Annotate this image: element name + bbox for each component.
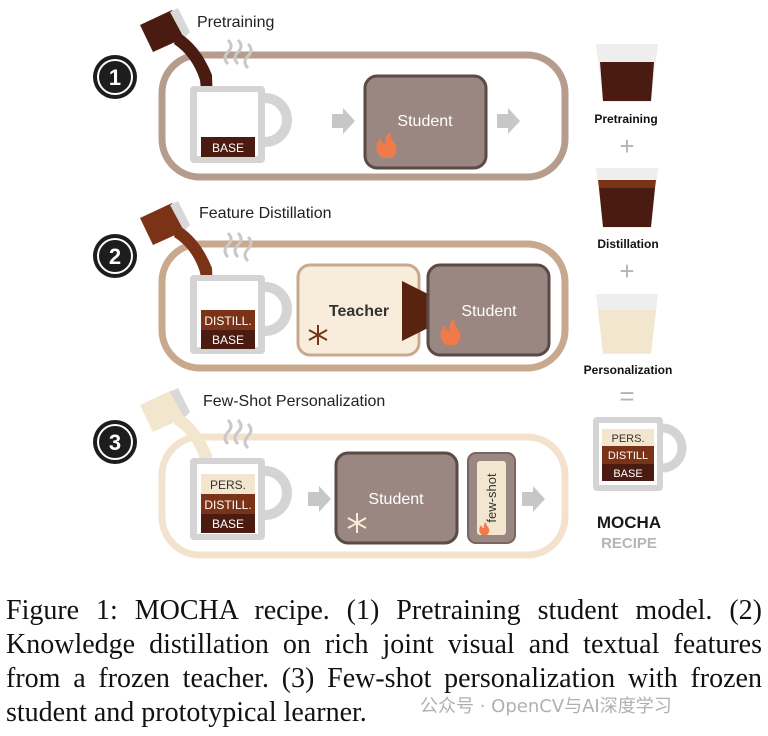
stage-3: 3 Few-Shot Personalization PERS. DISTILL… <box>93 388 569 559</box>
stage-1-number: 1 <box>109 65 121 90</box>
snowflake-icon <box>308 325 328 345</box>
stage-1-arrow-2 <box>497 108 520 134</box>
stage-3-arrow-2 <box>522 486 545 512</box>
steam-icon <box>223 38 253 70</box>
stage-3-mug-layer-distill: DISTILL. <box>204 498 251 512</box>
stage-2-frame <box>158 240 569 372</box>
stage-3-mug: PERS. DISTILL. BASE <box>190 458 292 540</box>
stage-2: 2 Feature Distillation DISTILL. BASE Tea… <box>93 201 569 372</box>
stage-3-student-label: Student <box>368 491 424 508</box>
stage-3-fewshot-label: few-shot <box>484 473 499 523</box>
stage-3-mug-layer-base: BASE <box>212 517 244 531</box>
stage-1-arrow-1 <box>332 108 355 134</box>
stage-1-mug: BASE <box>190 86 292 163</box>
stage-3-title: Few-Shot Personalization <box>203 393 385 410</box>
stage-2-student-label: Student <box>461 303 517 320</box>
recipe-column: Pretraining + Distillation + Personaliza… <box>584 44 687 552</box>
stage-1: 1 Pretraining BASE Student <box>93 8 569 181</box>
stage-1-mug-layer-base: BASE <box>212 141 244 155</box>
stage-3-badge: 3 <box>93 420 137 464</box>
glass-pretraining-icon <box>596 44 658 102</box>
stage-3-student: Student <box>334 451 459 545</box>
stage-2-teacher: Teacher <box>296 263 421 357</box>
recipe-plus-1: + <box>619 131 634 161</box>
mocha-logo: MOCHA <box>597 513 661 532</box>
steam-icon <box>223 231 253 263</box>
stage-1-student: Student <box>363 74 488 170</box>
recipe-mug-layer-distill: DISTILL <box>608 450 648 462</box>
stage-2-student: Student <box>426 263 551 357</box>
figure-caption: Figure 1: MOCHA recipe. (1) Pretraining … <box>6 595 762 728</box>
stage-1-frame <box>158 51 569 181</box>
flame-icon <box>479 522 490 535</box>
recipe-mug-layer-pers: PERS. <box>611 433 644 445</box>
stage-1-badge: 1 <box>93 55 137 99</box>
stage-2-mug: DISTILL. BASE <box>190 275 292 354</box>
snowflake-icon <box>347 513 367 533</box>
recipe-mug-layer-base: BASE <box>613 468 642 480</box>
recipe-subtitle: RECIPE <box>601 535 657 552</box>
flame-icon <box>376 132 397 158</box>
watermark: 公众号 · OpenCV与AI深度学习 <box>420 696 672 717</box>
stage-3-arrow-1 <box>308 486 331 512</box>
glass-distillation-icon <box>596 168 658 228</box>
stage-2-badge: 2 <box>93 234 137 278</box>
steam-icon <box>223 418 253 450</box>
stage-2-number: 2 <box>109 244 121 269</box>
recipe-mug: PERS. DISTILL BASE <box>593 417 687 491</box>
flame-icon <box>440 319 461 345</box>
recipe-equals: = <box>619 381 634 411</box>
stage-2-mug-layer-base: BASE <box>212 333 244 347</box>
stage-2-mug-layer-distill: DISTILL. <box>204 314 251 328</box>
stage-3-fewshot-learner: few-shot <box>467 452 516 544</box>
stage-3-number: 3 <box>109 430 121 455</box>
recipe-plus-2: + <box>619 256 634 286</box>
recipe-item-personalization: Personalization <box>584 363 673 377</box>
mocha-recipe-figure: 1 Pretraining BASE Student <box>93 8 687 559</box>
stage-1-title: Pretraining <box>197 14 274 31</box>
recipe-item-pretraining: Pretraining <box>594 112 657 126</box>
recipe-item-distillation: Distillation <box>597 237 658 251</box>
stage-2-title: Feature Distillation <box>199 205 332 222</box>
stage-1-student-label: Student <box>397 113 453 130</box>
stage-2-teacher-label: Teacher <box>329 303 389 320</box>
glass-personalization-icon <box>596 294 658 354</box>
stage-3-mug-layer-pers: PERS. <box>210 478 246 492</box>
stage-3-frame <box>158 433 569 559</box>
